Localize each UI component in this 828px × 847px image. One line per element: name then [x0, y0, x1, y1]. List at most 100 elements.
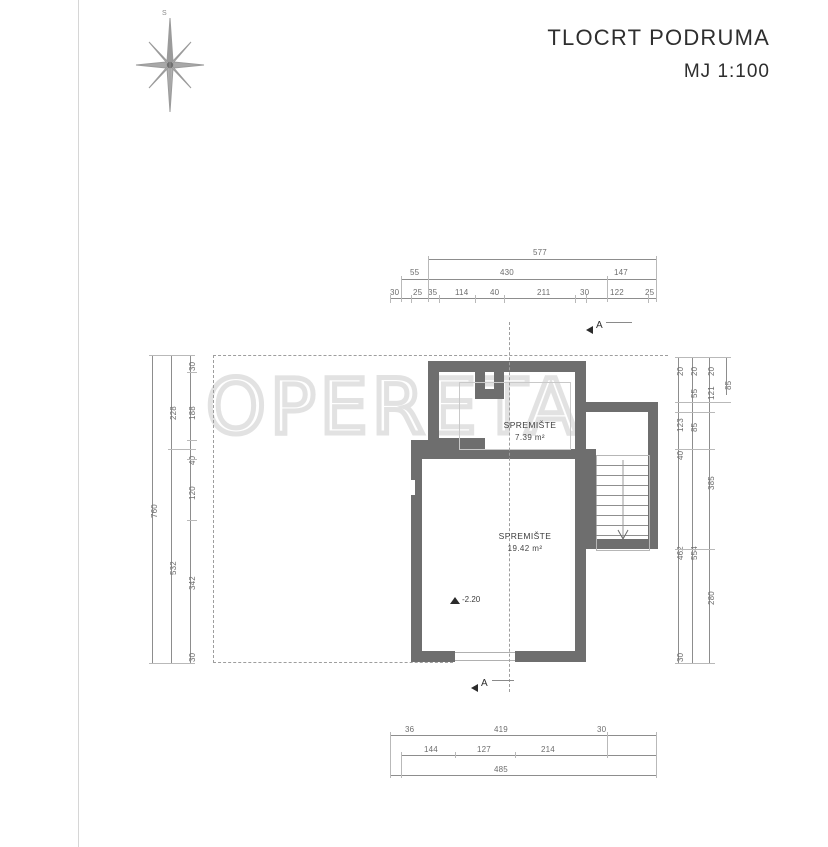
section-mark-top-leader: [606, 322, 632, 323]
wall-top: [428, 361, 586, 372]
dim-text-577: 577: [533, 248, 547, 257]
setback-line-bottom: [213, 662, 453, 663]
dim-text-r30: 30: [676, 652, 685, 662]
dim-text-430: 430: [500, 268, 514, 277]
ext-line: [575, 295, 576, 303]
wall-left-recess: [411, 480, 415, 495]
section-mark-top-letter: A: [596, 320, 603, 331]
north-compass-icon: S: [132, 10, 208, 116]
dim-line-right-3: [709, 357, 710, 663]
dim-text-30b: 30: [580, 288, 590, 297]
compass-rose-svg: [135, 17, 205, 113]
wall-upper-left-jog: [411, 440, 439, 450]
dim-text-114: 114: [455, 288, 469, 297]
dim-text-30e: 30: [188, 652, 197, 662]
dim-text-35: 35: [428, 288, 438, 297]
stair-tread: [596, 515, 648, 516]
wall-annex-bottom-edge: [586, 539, 658, 549]
ext-line: [390, 732, 391, 778]
dim-text-123: 123: [676, 418, 685, 432]
ext-line: [187, 440, 197, 441]
door-opening-bottom: [455, 651, 515, 662]
setback-line-left: [213, 355, 214, 663]
wall-upper-left: [428, 361, 439, 449]
elevation-label: -2.20: [462, 595, 481, 604]
wall-annex-bottom: [586, 449, 596, 549]
dim-text-144: 144: [424, 745, 438, 754]
dim-text-342: 342: [188, 576, 197, 590]
wall-niche-right: [494, 372, 504, 399]
page-title: TLOCRT PODRUMA: [547, 25, 770, 50]
ext-line: [149, 663, 195, 664]
room-area: 7.39 m²: [515, 432, 545, 442]
dim-text-532: 532: [169, 561, 178, 575]
dim-text-214: 214: [541, 745, 555, 754]
dim-line-bottom-2: [401, 755, 656, 756]
dim-line-top-2: [401, 279, 656, 280]
dim-text-121: 121: [707, 386, 716, 400]
ext-line: [675, 549, 715, 550]
room-label-spremiste-1: SPREMIŠTE 7.39 m²: [475, 419, 585, 444]
ext-line: [675, 412, 715, 413]
ext-line: [648, 295, 649, 303]
dim-line-top-3: [390, 298, 656, 299]
wall-partition-stub: [439, 438, 485, 449]
stair-tread: [596, 475, 648, 476]
wall-annex-top: [586, 402, 658, 412]
ext-line: [656, 256, 657, 302]
dim-text-30c: 30: [597, 725, 607, 734]
dim-line-right-2: [692, 357, 693, 663]
ext-line: [607, 276, 608, 302]
dim-line-right-1: [678, 357, 679, 663]
room-label-spremiste-2: SPREMIŠTE 19.42 m²: [470, 530, 580, 555]
ext-line: [149, 355, 195, 356]
dim-text-40: 40: [490, 288, 500, 297]
ext-line: [504, 295, 505, 303]
stair-tread: [596, 465, 648, 466]
dim-text-25b: 25: [645, 288, 655, 297]
dim-text-760: 760: [150, 504, 159, 518]
dim-text-r20b: 20: [690, 366, 699, 376]
stair-tread: [596, 495, 648, 496]
ext-line: [187, 520, 197, 521]
ext-line: [401, 752, 402, 778]
section-cut-line: [509, 322, 510, 692]
stair-run: [596, 455, 650, 551]
page-border-line: [78, 0, 79, 847]
section-mark-bottom-letter: A: [481, 678, 488, 689]
title-block: TLOCRT PODRUMA MJ 1:100: [547, 22, 770, 85]
stair-tread: [596, 525, 648, 526]
dim-text-127: 127: [477, 745, 491, 754]
stair-landing-outline: [459, 382, 571, 450]
dim-text-188: 188: [188, 406, 197, 420]
dim-text-r20a: 20: [676, 366, 685, 376]
ext-line: [675, 449, 715, 450]
ext-line: [401, 276, 402, 302]
dim-text-485: 485: [494, 765, 508, 774]
ext-line: [455, 752, 456, 758]
ext-line: [675, 663, 715, 664]
dim-text-55b: 55: [690, 388, 699, 398]
dim-line-left-1: [152, 355, 153, 663]
dim-text-30a: 30: [390, 288, 400, 297]
ext-line: [187, 372, 197, 373]
dim-text-385: 385: [707, 476, 716, 490]
ext-line: [428, 256, 429, 302]
ext-line: [675, 357, 731, 358]
door-sill-line-a: [455, 652, 515, 653]
compass-label: S: [162, 10, 167, 17]
dim-text-122: 122: [610, 288, 624, 297]
dim-text-280: 280: [707, 591, 716, 605]
dim-text-419: 419: [494, 725, 508, 734]
ext-line: [439, 295, 440, 303]
door-sill-line-b: [455, 660, 515, 661]
stair-tread: [596, 505, 648, 506]
wall-niche-left: [475, 372, 485, 399]
stair-direction-arrow-icon: [617, 460, 629, 541]
ext-line: [586, 295, 587, 303]
dim-line-top-1: [428, 259, 656, 260]
dim-text-40b: 40: [188, 455, 197, 465]
scale-label: MJ 1:100: [683, 60, 770, 82]
